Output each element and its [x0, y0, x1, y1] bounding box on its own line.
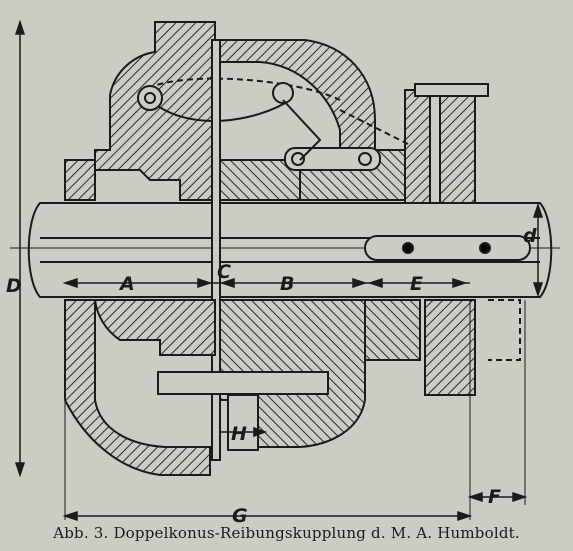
- housing-upper: [64, 21, 489, 206]
- label-e: E: [410, 273, 423, 295]
- figure-caption: Abb. 3. Doppelkonus-Reibungskupplung d. …: [53, 524, 520, 542]
- label-d-shaft: d: [523, 225, 537, 247]
- label-h: H: [231, 423, 247, 445]
- label-g: G: [232, 505, 248, 525]
- label-b: B: [280, 273, 294, 295]
- dimension-lines: [14, 19, 544, 522]
- housing-lower: [64, 299, 521, 476]
- label-c: C: [217, 261, 231, 283]
- label-f: F: [488, 486, 501, 508]
- label-d-outer: D: [6, 275, 22, 297]
- lever-mechanism: [137, 77, 411, 171]
- center-disc: [211, 39, 221, 461]
- shaft: [10, 202, 560, 298]
- coupling-drawing: D A C B E d H G F: [6, 19, 560, 525]
- label-a: A: [118, 273, 135, 295]
